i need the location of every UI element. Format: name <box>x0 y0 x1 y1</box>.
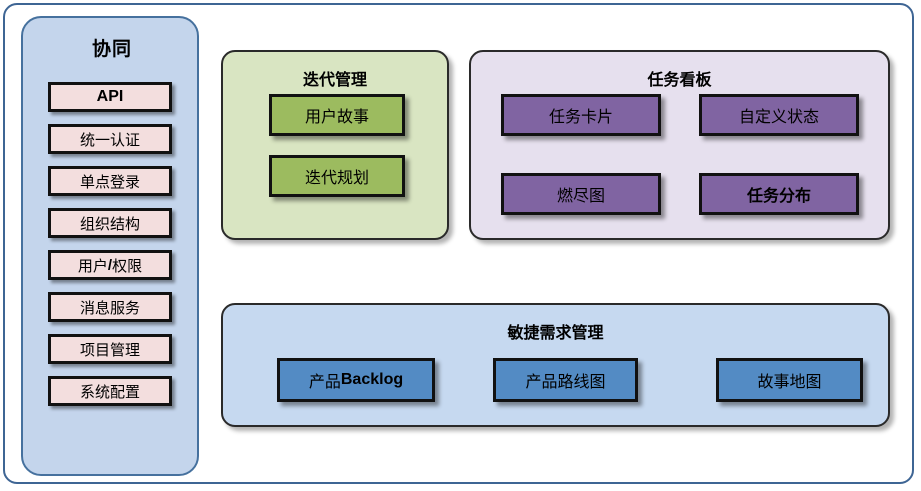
group-title-task-board: 任务看板 <box>647 72 712 89</box>
sidebar-item-message-service[interactable]: 消息服务 <box>48 292 172 322</box>
sidebar-item-list: API 统一认证 单点登录 组织结构 用户/权限 消息服务 项目管理 系统配置 <box>35 82 185 418</box>
sidebar-item-project-management[interactable]: 项目管理 <box>48 334 172 364</box>
sidebar-item-org-structure[interactable]: 组织结构 <box>48 208 172 238</box>
sidebar-item-user-permission[interactable]: 用户/权限 <box>48 250 172 280</box>
sidebar-item-single-sign-on[interactable]: 单点登录 <box>48 166 172 196</box>
chip-task-distribution[interactable]: 任务分布 <box>699 173 859 215</box>
sidebar-item-api[interactable]: API <box>48 82 172 112</box>
chip-product-roadmap[interactable]: 产品路线图 <box>493 358 638 402</box>
chip-user-story[interactable]: 用户故事 <box>269 94 405 136</box>
chip-task-card[interactable]: 任务卡片 <box>501 94 661 136</box>
diagram-outer-frame: 协同 API 统一认证 单点登录 组织结构 用户/权限 消息服务 项目管理 系统… <box>3 3 914 484</box>
group-panel-task-board[interactable]: 任务看板 任务卡片 自定义状态 燃尽图 任务分布 <box>469 50 890 240</box>
sidebar-title: 协同 <box>91 39 132 60</box>
chip-iteration-planning[interactable]: 迭代规划 <box>269 155 405 197</box>
sidebar-panel-collaboration[interactable]: 协同 API 统一认证 单点登录 组织结构 用户/权限 消息服务 项目管理 系统… <box>21 16 199 476</box>
sidebar-item-unified-auth[interactable]: 统一认证 <box>48 124 172 154</box>
group-title-iteration-management: 迭代管理 <box>302 72 367 89</box>
sidebar-item-system-config[interactable]: 系统配置 <box>48 376 172 406</box>
chip-burndown-chart[interactable]: 燃尽图 <box>501 173 661 215</box>
chip-story-map[interactable]: 故事地图 <box>716 358 863 402</box>
chip-custom-status[interactable]: 自定义状态 <box>699 94 859 136</box>
group-title-agile-requirement-management: 敏捷需求管理 <box>507 325 604 342</box>
group-panel-iteration-management[interactable]: 迭代管理 用户故事 迭代规划 <box>221 50 449 240</box>
